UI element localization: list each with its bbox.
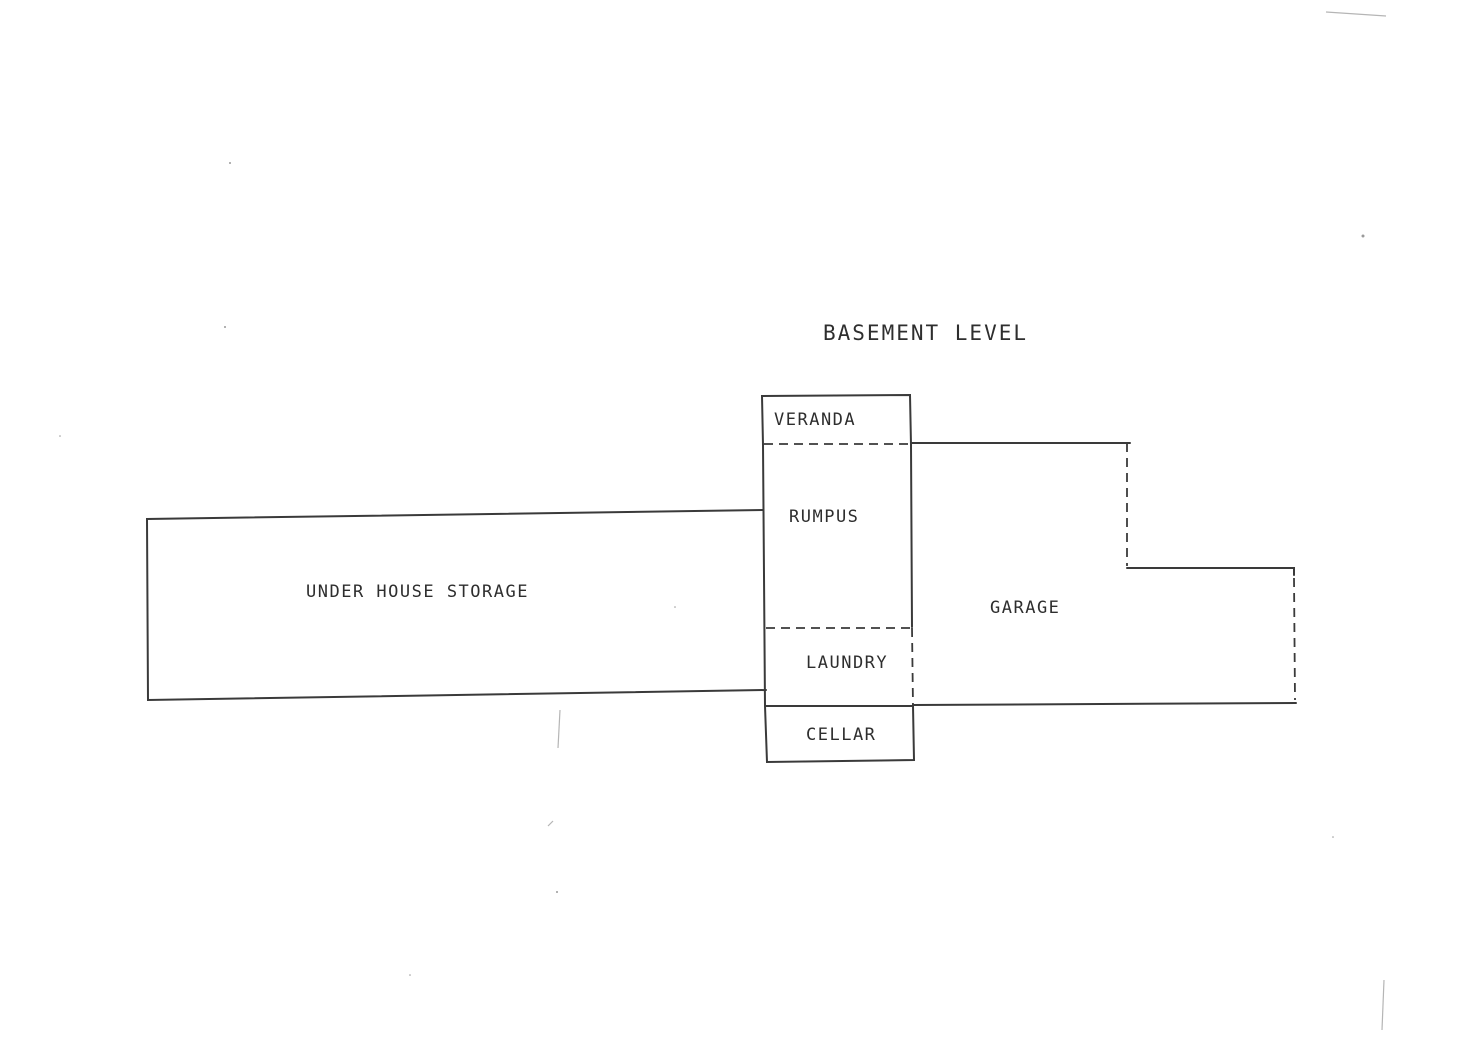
veranda-outline	[760, 393, 912, 446]
garage-step-wall	[1126, 567, 1295, 576]
rumpus-right-wall	[910, 444, 913, 628]
scan-speck	[1332, 836, 1334, 838]
room-label-garage: GARAGE	[990, 598, 1060, 618]
scan-speck	[409, 974, 411, 976]
scan-mark-bottom-right	[1381, 979, 1385, 1031]
laundry-garage-divider	[911, 627, 914, 707]
scan-mark-center	[557, 709, 561, 749]
room-cellar: CELLAR	[764, 705, 916, 764]
room-label-veranda: VERANDA	[774, 410, 856, 430]
garage-right-dashed-wall	[1293, 577, 1296, 701]
storage-outline	[145, 509, 767, 702]
scan-speck	[556, 891, 558, 893]
scan-speck	[1361, 234, 1365, 238]
page-title: BASEMENT LEVEL	[823, 321, 1028, 345]
scan-mark-tick	[547, 820, 554, 827]
room-veranda: VERANDA	[760, 393, 912, 446]
rumpus-left-wall	[762, 444, 766, 707]
room-laundry: LAUNDRY	[764, 627, 914, 707]
scan-speck	[224, 326, 226, 328]
room-label-laundry: LAUNDRY	[806, 653, 888, 673]
scan-speck	[674, 606, 676, 608]
room-label-under-house-storage: UNDER HOUSE STORAGE	[306, 582, 529, 602]
cellar-outline	[764, 705, 916, 764]
garage-bottom-wall	[912, 702, 1297, 706]
room-label-rumpus: RUMPUS	[789, 507, 859, 527]
room-under-house-storage: UNDER HOUSE STORAGE	[145, 509, 767, 702]
scan-speck	[229, 162, 231, 164]
room-garage: GARAGE	[910, 442, 1297, 706]
room-label-cellar: CELLAR	[806, 725, 876, 745]
scan-speck	[59, 435, 61, 437]
scan-mark-top-right	[1325, 11, 1387, 17]
room-rumpus: RUMPUS	[762, 444, 913, 707]
